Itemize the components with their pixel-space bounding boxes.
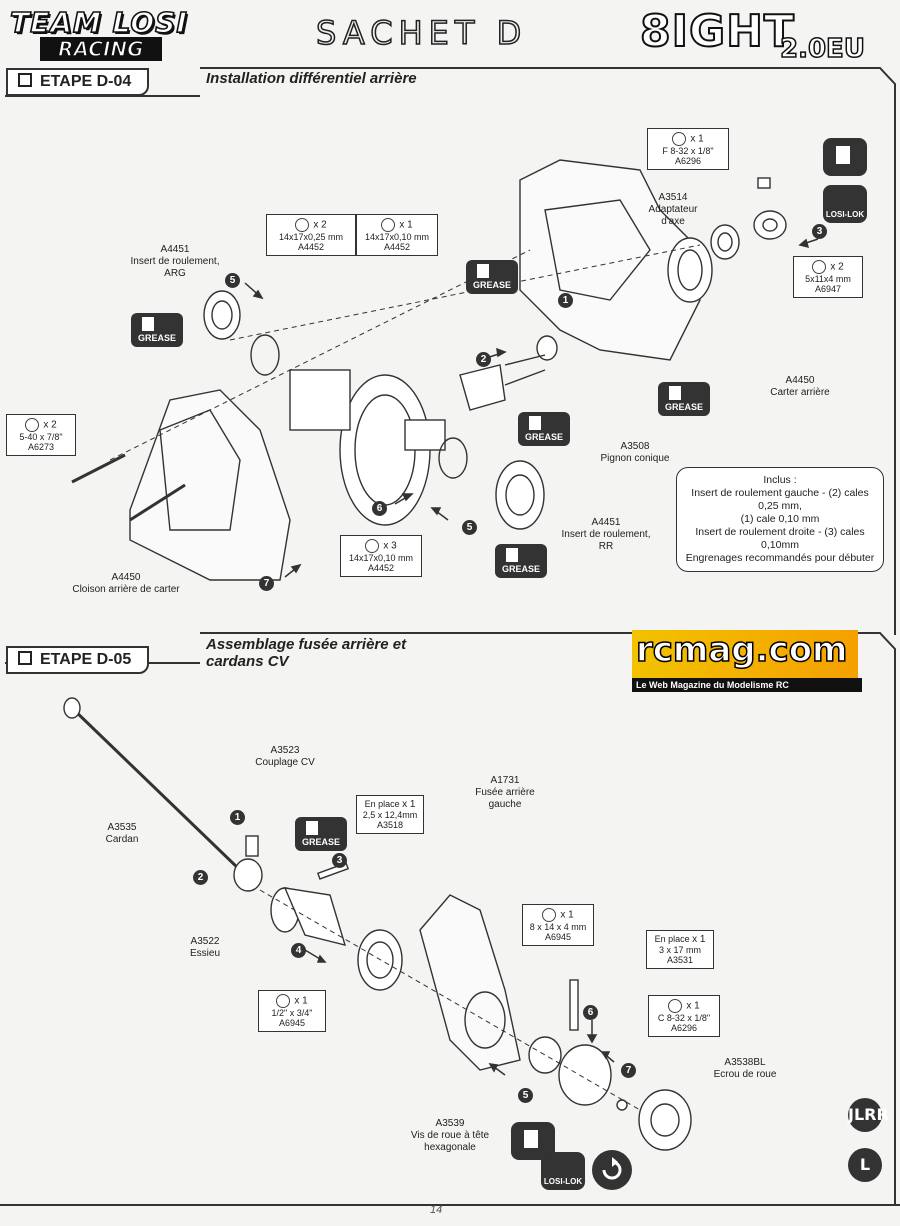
step-number-badge: 5 bbox=[518, 1088, 533, 1103]
step-tab-d04: ETAPE D-04 bbox=[6, 68, 150, 96]
step-number-badge: 3 bbox=[812, 224, 827, 239]
grease-icon: GREASE bbox=[463, 258, 527, 303]
losi-lok-icon: LOSI-LOK bbox=[820, 183, 870, 232]
inclus-line: Insert de roulement droite - (3) cales bbox=[695, 526, 865, 538]
step-title-line: cardans CV bbox=[206, 653, 289, 670]
team-losi-logo: TEAM LOSI RACING bbox=[9, 5, 210, 66]
grease-icon: GREASE bbox=[292, 815, 356, 860]
step-number-badge: 6 bbox=[372, 501, 387, 516]
losi-lok-icon: LOSI-LOK bbox=[538, 1150, 588, 1199]
logo-text: rcmag.com bbox=[635, 629, 848, 671]
exploded-diagram-differential bbox=[71, 159, 819, 581]
step-number-badge: 3 bbox=[332, 853, 347, 868]
checkbox-icon bbox=[18, 651, 32, 665]
svg-text:GREASE: GREASE bbox=[502, 564, 540, 574]
svg-text:GREASE: GREASE bbox=[473, 280, 511, 290]
step-number-badge: 5 bbox=[225, 273, 240, 288]
checkbox-icon bbox=[18, 73, 32, 87]
model-name: 8IGHT bbox=[639, 5, 795, 58]
logo-band: Le Web Magazine du Modelisme RC bbox=[632, 678, 862, 692]
section-frame-1 bbox=[5, 67, 896, 635]
svg-text:GREASE: GREASE bbox=[665, 402, 703, 412]
grease-icon: GREASE bbox=[128, 311, 192, 356]
svg-text:GREASE: GREASE bbox=[302, 837, 340, 847]
step-title-d04: Installation différentiel arrière bbox=[206, 70, 417, 87]
side-orientation-badge: JLRR bbox=[848, 1098, 889, 1132]
exploded-diagram-hub bbox=[63, 697, 692, 1151]
sachet-title: SACHET D bbox=[315, 13, 528, 53]
inclus-line: 0,10mm bbox=[761, 539, 799, 551]
grease-icon: GREASE bbox=[655, 380, 719, 425]
step-number-badge: 7 bbox=[259, 576, 274, 591]
svg-text:LOSI-LOK: LOSI-LOK bbox=[826, 210, 864, 219]
svg-text:LOSI-LOK: LOSI-LOK bbox=[544, 1177, 582, 1186]
step-tab-label: ETAPE D-05 bbox=[40, 651, 132, 668]
inclus-line: Insert de roulement gauche - (2) cales bbox=[691, 487, 869, 499]
grease-icon: GREASE bbox=[515, 410, 579, 455]
grease-icon: GREASE bbox=[492, 542, 556, 587]
svg-text:GREASE: GREASE bbox=[525, 432, 563, 442]
step-title-d05: Assemblage fusée arrière et cardans CV bbox=[206, 636, 406, 670]
locktite-icon bbox=[508, 1120, 558, 1169]
step-title-line: Assemblage fusée arrière et bbox=[206, 636, 407, 653]
step-number-badge: 1 bbox=[558, 293, 573, 308]
step-tab-label: ETAPE D-04 bbox=[40, 73, 132, 90]
side-left-badge: L bbox=[848, 1148, 882, 1182]
step-number-badge: 2 bbox=[193, 870, 208, 885]
step-number-badge: 4 bbox=[291, 943, 306, 958]
inclus-line: Engrenages recommandés pour débuter bbox=[685, 552, 875, 564]
svg-text:GREASE: GREASE bbox=[138, 333, 176, 343]
locktite-icon bbox=[820, 136, 870, 185]
brand-sub: RACING bbox=[40, 36, 162, 62]
step-number-badge: 2 bbox=[476, 352, 491, 367]
model-version: 2.0EU bbox=[779, 33, 865, 65]
inclus-line: 0,25 mm, bbox=[758, 500, 802, 512]
step-tab-d05: ETAPE D-05 bbox=[6, 646, 150, 674]
step-number-badge: 5 bbox=[462, 520, 477, 535]
brand-name: TEAM LOSI bbox=[9, 5, 188, 40]
step-number-badge: 1 bbox=[230, 810, 245, 825]
tighten-rotate-icon bbox=[590, 1148, 634, 1197]
rcmag-logo: rcmag.com Le Web Magazine du Modelisme R… bbox=[632, 629, 862, 692]
inclus-line: (1) cale 0,10 mm bbox=[740, 513, 820, 525]
inclus-line: Inclus : bbox=[763, 474, 797, 486]
step-number-badge: 6 bbox=[583, 1005, 598, 1020]
page-number: 14 bbox=[430, 1204, 443, 1216]
step-number-badge: 7 bbox=[621, 1063, 636, 1078]
included-parts-note: Inclus : Insert de roulement gauche - (2… bbox=[676, 467, 884, 572]
